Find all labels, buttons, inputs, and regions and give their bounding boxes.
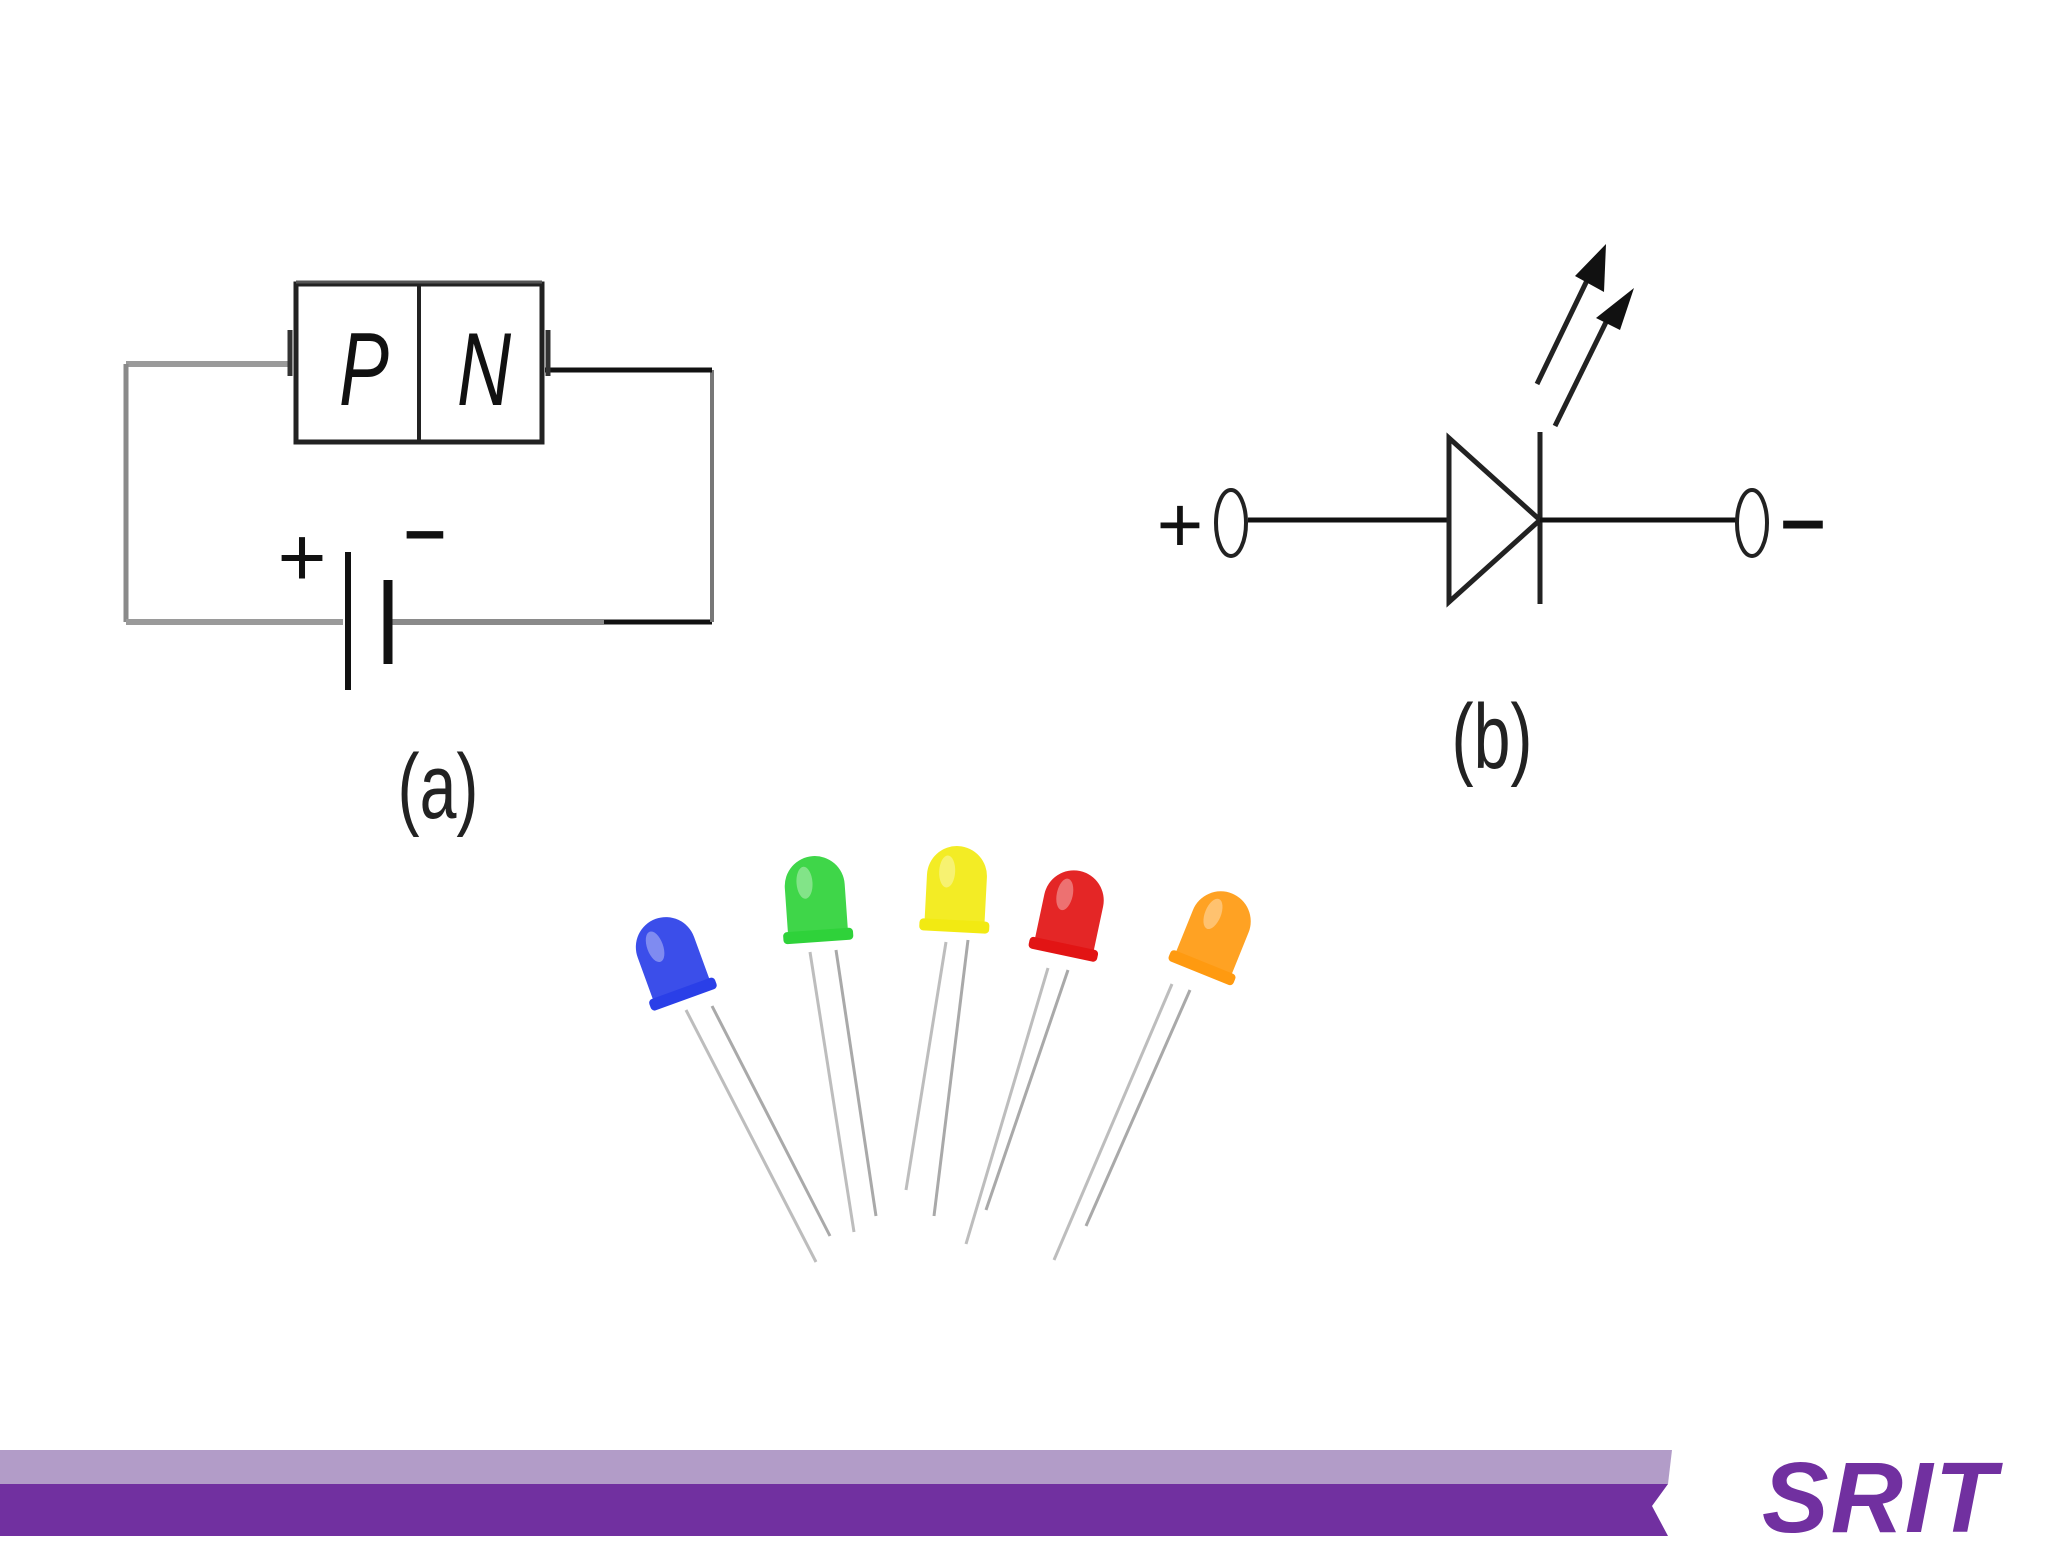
diode-triangle bbox=[1446, 432, 1544, 608]
led-body bbox=[1028, 870, 1104, 962]
terminal-plus-sign: + bbox=[1157, 480, 1204, 569]
cathode-terminal bbox=[1735, 488, 1769, 558]
led-lead-short bbox=[964, 967, 1050, 1245]
footer-band-dark bbox=[0, 1484, 1668, 1536]
led-body bbox=[635, 917, 717, 1011]
light-emission-arrows-icon bbox=[1534, 244, 1634, 428]
led-lead-short bbox=[1052, 983, 1174, 1261]
srit-logo: SRIT bbox=[1762, 1442, 2004, 1536]
battery-minus-sign: – bbox=[404, 488, 445, 571]
led-red bbox=[964, 870, 1104, 1245]
led-body bbox=[783, 856, 854, 945]
led-photo bbox=[635, 846, 1251, 1263]
anode-terminal bbox=[1214, 488, 1248, 558]
led-lead-short bbox=[684, 1009, 818, 1263]
led-lead-long bbox=[834, 949, 878, 1217]
led-body bbox=[919, 846, 990, 934]
caption-a: (a) bbox=[398, 734, 479, 837]
led-blue bbox=[635, 917, 832, 1263]
n-region-label: N bbox=[457, 312, 512, 428]
battery-plus-sign: + bbox=[277, 510, 326, 604]
led-lead-long bbox=[984, 969, 1070, 1211]
led-lead-long bbox=[710, 1005, 832, 1237]
diagram-a-pn-junction: P N + – (a) bbox=[123, 280, 714, 838]
led-lead-long bbox=[932, 939, 970, 1217]
led-orange bbox=[1052, 891, 1251, 1261]
footer-band: SRIT bbox=[0, 1442, 2004, 1541]
footer-band-light bbox=[0, 1450, 1672, 1484]
led-yellow bbox=[904, 846, 990, 1217]
led-lead-short bbox=[904, 941, 948, 1191]
diagram-b-led-symbol: + – (b) bbox=[1157, 244, 1826, 788]
pn-junction-block: P N bbox=[287, 280, 551, 445]
led-green bbox=[783, 856, 878, 1233]
led-lead-short bbox=[808, 951, 856, 1233]
caption-b: (b) bbox=[1452, 684, 1533, 787]
p-region-label: P bbox=[339, 312, 389, 428]
diagram-a-wires bbox=[123, 361, 714, 625]
battery-symbol: + – bbox=[277, 488, 446, 690]
terminal-minus-sign: – bbox=[1781, 474, 1826, 563]
led-body bbox=[1168, 891, 1251, 986]
led-lead-long bbox=[1084, 989, 1192, 1227]
